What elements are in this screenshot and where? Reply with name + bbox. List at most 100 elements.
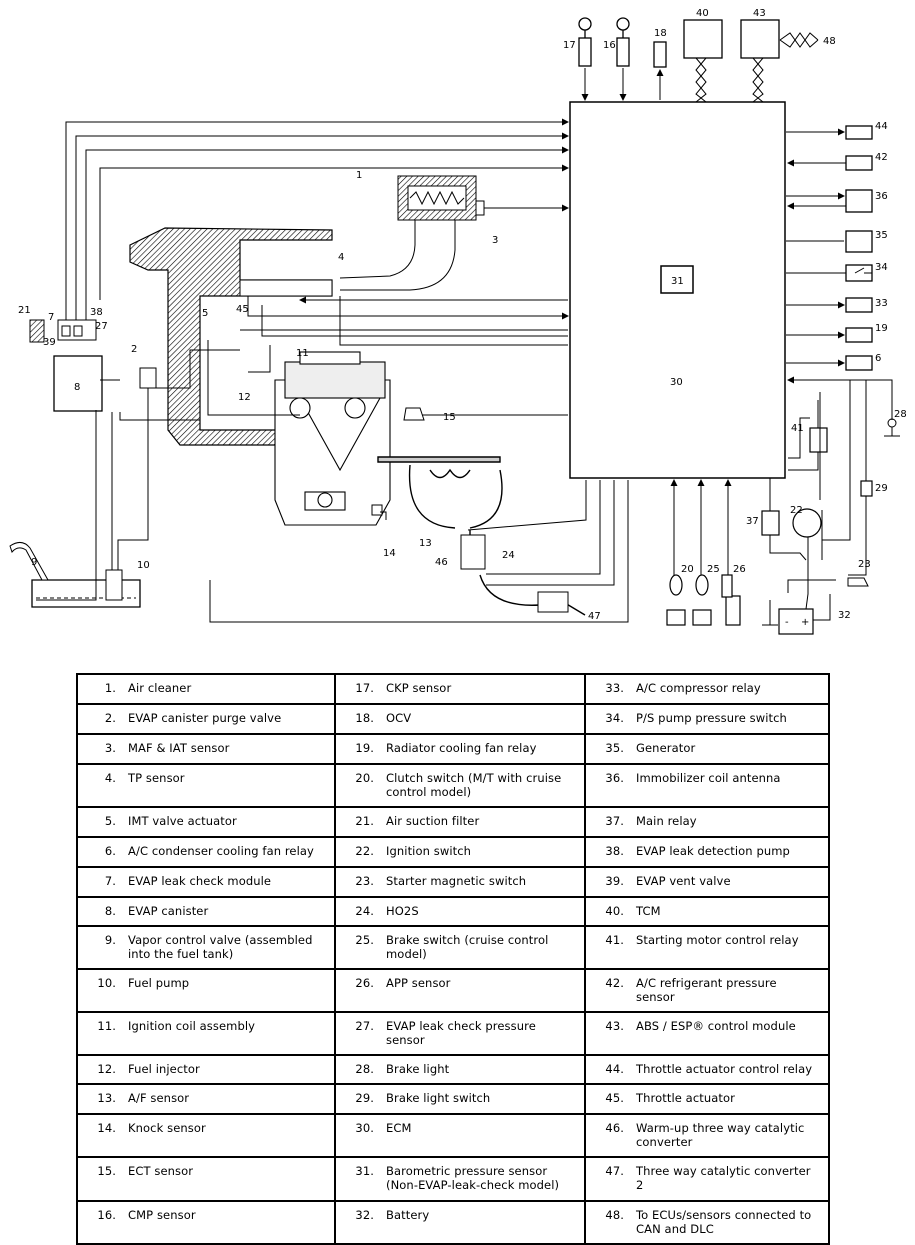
relay-37: [761, 510, 780, 536]
legend-text: Knock sensor: [128, 1121, 206, 1135]
throttle-body: [239, 279, 333, 297]
legend-cell: 19. Radiator cooling fan relay: [334, 733, 586, 765]
callout-14: 14: [383, 548, 396, 559]
legend-number: 25.: [355, 933, 374, 947]
legend-cell: 16. CMP sensor: [76, 1200, 336, 1245]
barometric-sensor-box: [660, 265, 694, 294]
callout-2: 2: [131, 344, 137, 355]
legend-number: 47.: [605, 1164, 624, 1178]
legend-cell: 40.TCM: [584, 896, 830, 927]
legend-number: 26.: [355, 976, 374, 990]
legend-text: APP sensor: [386, 976, 451, 990]
callout-19: 19: [875, 323, 888, 334]
callout-12: 12: [238, 392, 251, 403]
legend-cell: 34.P/S pump pressure switch: [584, 703, 830, 735]
air-suction-filter: [29, 319, 45, 343]
legend-cell: 46.Warm-up three way catalytic converter: [584, 1113, 830, 1158]
legend-cell: 39.EVAP vent valve: [584, 866, 830, 898]
callout-41: 41: [791, 423, 804, 434]
legend-cell: 21.Air suction filter: [334, 806, 586, 838]
callout-47: 47: [588, 611, 601, 622]
brake-switch-29: [860, 480, 873, 497]
legend-cell: 41.Starting motor control relay: [584, 925, 830, 970]
legend-cell: 7.EVAP leak check module: [76, 866, 336, 898]
purge-valve: [139, 367, 157, 389]
legend-text: Throttle actuator control relay: [636, 1062, 813, 1076]
callout-31: 31: [671, 276, 684, 287]
legend-number: 48.: [605, 1208, 624, 1222]
legend-text: EVAP canister purge valve: [128, 711, 282, 725]
legend-number: 46.: [605, 1121, 624, 1135]
legend-number: 1.: [104, 681, 116, 695]
relay-41: [809, 427, 828, 453]
callout-5: 5: [202, 308, 208, 319]
legend-row: 3.MAF & IAT sensor 19. Radiator cooling fa…: [76, 733, 830, 765]
legend-number: 2.: [104, 711, 116, 725]
legend-number: 4.: [104, 771, 116, 785]
legend-number: 28.: [355, 1062, 374, 1076]
legend-number: 17.: [355, 681, 374, 695]
callout-34: 34: [875, 262, 888, 273]
legend-cell: 28.Brake light: [334, 1054, 586, 1085]
legend-text: TCM: [636, 904, 661, 918]
clutch-switch-20: [666, 609, 686, 626]
legend-number: 13.: [97, 1091, 116, 1105]
callout-25: 25: [707, 564, 720, 575]
callout-1: 1: [356, 170, 362, 181]
legend-number: 34.: [605, 711, 624, 725]
legend-cell: 4. TP sensor: [76, 763, 336, 808]
box-35: [845, 230, 873, 253]
legend-cell: 17.CKP sensor: [334, 673, 586, 705]
starter-23: [847, 577, 869, 587]
legend-cell: 26. APP sensor: [334, 968, 586, 1013]
legend-number: 36.: [605, 771, 624, 785]
legend-number: 9.: [104, 933, 116, 947]
app-sensor-26: [725, 595, 741, 626]
legend-cell: 45.Throttle actuator: [584, 1083, 830, 1115]
legend-text: Brake light switch: [386, 1091, 491, 1105]
callout-30: 30: [670, 377, 683, 388]
legend-text: CMP sensor: [128, 1208, 196, 1222]
legend-number: 39.: [605, 874, 624, 888]
legend-number: 16.: [97, 1208, 116, 1222]
legend-text: Barometric pressure sensor (Non-EVAP-lea…: [386, 1164, 560, 1192]
legend-number: 6.: [104, 844, 116, 858]
legend-text: Radiator cooling fan relay: [386, 741, 537, 755]
legend-cell: 44.Throttle actuator control relay: [584, 1054, 830, 1085]
legend-number: 38.: [605, 844, 624, 858]
catalytic-converter-47: [537, 591, 569, 613]
legend-text: TP sensor: [128, 771, 185, 785]
callout-27: 27: [95, 321, 108, 332]
legend-text: Three way catalytic converter 2: [636, 1164, 811, 1192]
callout-38: 38: [90, 307, 103, 318]
legend-cell: 42.A/C refrigerant pressure sensor: [584, 968, 830, 1013]
fuel-pump: [105, 569, 123, 601]
knock-sensor: [371, 504, 383, 516]
callout-26: 26: [733, 564, 746, 575]
legend-cell: 36.Immobilizer coil antenna: [584, 763, 830, 808]
legend-cell: 35.Generator: [584, 733, 830, 765]
callout-15: 15: [443, 412, 456, 423]
legend-number: 37.: [605, 814, 624, 828]
legend-cell: 13.A/F sensor: [76, 1083, 336, 1115]
legend-cell: 3.MAF & IAT sensor: [76, 733, 336, 765]
legend-cell: 32.Battery: [334, 1200, 586, 1245]
legend-text: Generator: [636, 741, 696, 755]
legend-text: Ignition switch: [386, 844, 472, 858]
legend-cell: 23.Starter magnetic switch: [334, 866, 586, 898]
legend-cell: 24.HO2S: [334, 896, 586, 927]
legend-number: 24.: [355, 904, 374, 918]
legend-text: Fuel pump: [128, 976, 190, 990]
legend-text: Starter magnetic switch: [386, 874, 527, 888]
legend-number: 19.: [355, 741, 374, 755]
callout-37: 37: [746, 516, 759, 527]
callout-33: 33: [875, 298, 888, 309]
